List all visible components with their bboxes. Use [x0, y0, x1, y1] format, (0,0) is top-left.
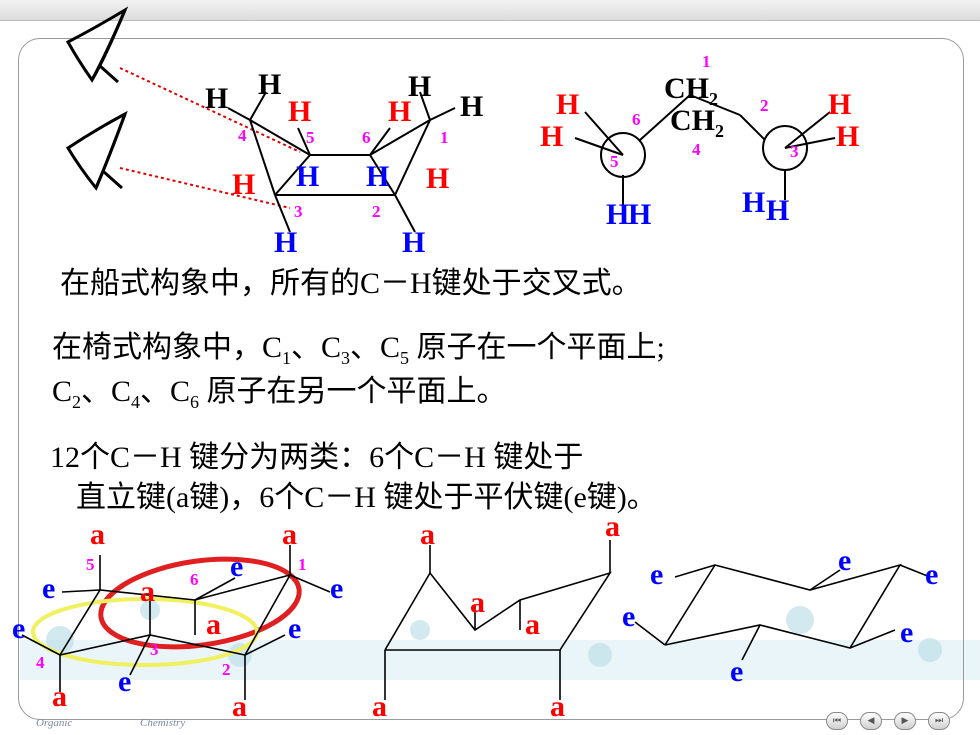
equatorial-label: e: [288, 612, 302, 645]
h-label: H: [296, 160, 320, 193]
h-label: H: [556, 88, 580, 121]
equatorial-label: e: [622, 600, 636, 633]
atom-number: 3: [150, 640, 159, 659]
background-molecule-decoration: [20, 600, 980, 680]
axial-label: a: [52, 680, 67, 713]
eye-icon-bottom: [65, 110, 128, 191]
h-label: H: [836, 120, 860, 153]
nav-last-button[interactable]: ⏭: [928, 712, 950, 730]
h-label: H: [766, 194, 790, 227]
nav-first-button[interactable]: ⏮: [826, 712, 848, 730]
atom-number: 5: [610, 152, 619, 171]
axial-label: a: [90, 518, 105, 551]
h-label: H: [288, 95, 312, 128]
atom-number: 6: [362, 128, 371, 147]
ch2-label: CH2: [664, 72, 718, 109]
axial-label: a: [282, 518, 297, 551]
footer-organic: Organic: [36, 717, 73, 729]
equatorial-label: e: [330, 572, 344, 605]
ch2-label: CH2: [670, 104, 724, 141]
atom-number: 1: [298, 555, 307, 574]
nav-prev-button[interactable]: ◀: [860, 712, 882, 730]
axial-label: a: [206, 608, 221, 641]
h-label: H: [388, 95, 412, 128]
h-label: H: [828, 88, 852, 121]
axial-label: a: [470, 586, 485, 619]
chair-statement-line1: 在椅式构象中，C1、C3、C5 原子在一个平面上;: [52, 331, 665, 368]
equatorial-label: e: [650, 558, 664, 591]
h-label: H: [408, 70, 432, 103]
h-label: H: [258, 68, 282, 101]
h-label: H: [205, 82, 229, 115]
equatorial-label: e: [925, 558, 939, 591]
h-label: H: [274, 226, 298, 259]
h-label: H: [540, 120, 564, 153]
atom-number: 2: [760, 96, 769, 115]
atom-number: 5: [306, 128, 315, 147]
equatorial-label: e: [900, 616, 914, 649]
footer-chemistry: Chemistry: [140, 717, 186, 729]
equatorial-label: e: [42, 572, 56, 605]
atom-number: 3: [790, 142, 799, 161]
axial-label: a: [525, 608, 540, 641]
bond-types-line1: 12个C－H 键分为两类：6个C－H 键处于: [50, 441, 584, 474]
h-label: H: [606, 198, 630, 231]
atom-number: 2: [372, 202, 381, 221]
chair-statement-line2: C2、C4、C6 原子在另一个平面上。: [52, 375, 507, 412]
h-label: H: [426, 162, 450, 195]
content-frame: [18, 38, 964, 720]
h-label: H: [402, 226, 426, 259]
atom-number: 2: [222, 660, 231, 679]
boat-conformation-diagram: [65, 6, 836, 233]
axial-label: a: [550, 690, 565, 723]
axial-label: a: [232, 690, 247, 723]
atom-number: 3: [294, 202, 303, 221]
atom-number: 4: [238, 126, 247, 145]
equatorial-label: e: [730, 655, 744, 688]
h-label: H: [366, 160, 390, 193]
h-label: H: [232, 168, 256, 201]
h-label: H: [628, 198, 652, 231]
atom-number: 5: [86, 555, 95, 574]
boat-statement: 在船式构象中，所有的C－H键处于交叉式。: [60, 267, 642, 300]
equatorial-label: e: [230, 550, 244, 583]
axial-label: a: [420, 518, 435, 551]
h-label: H: [460, 90, 484, 123]
eye-icon-top: [65, 6, 129, 84]
atom-number: 4: [692, 140, 701, 159]
atom-number: 1: [702, 52, 711, 71]
bond-types-line2: 直立键(a键)，6个C－H 键处于平伏键(e键)。: [76, 481, 657, 514]
axial-label: a: [140, 575, 155, 608]
h-label: H: [742, 186, 766, 219]
axial-label: a: [372, 690, 387, 723]
atom-number: 1: [440, 128, 449, 147]
top-bar: [0, 0, 980, 21]
atom-number: 6: [632, 110, 641, 129]
atom-number: 6: [190, 570, 199, 589]
nav-next-button[interactable]: ▶: [894, 712, 916, 730]
equatorial-label: e: [838, 544, 852, 577]
equatorial-label: e: [118, 665, 132, 698]
axial-label: a: [605, 510, 620, 543]
equatorial-label: e: [12, 612, 26, 645]
atom-number: 4: [36, 653, 45, 672]
